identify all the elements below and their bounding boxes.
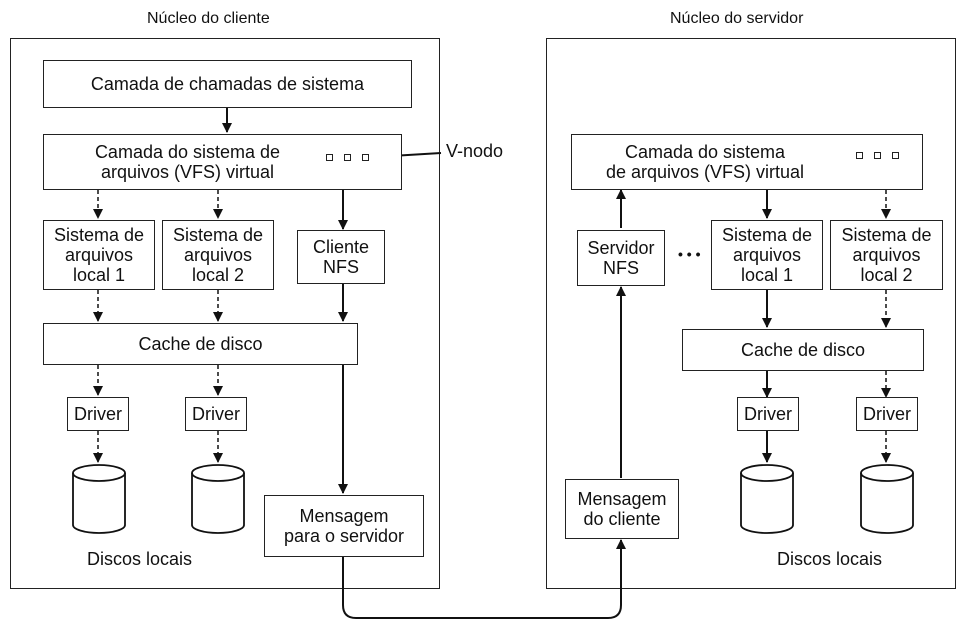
- client-local-fs-1: Sistema de arquivos local 1: [43, 220, 155, 290]
- client-message-box: Mensagem para o servidor: [264, 495, 424, 557]
- server-disk-cache: Cache de disco: [682, 329, 924, 371]
- client-local-fs-1-line3: local 1: [72, 265, 126, 285]
- client-kernel-title: Núcleo do cliente: [147, 10, 270, 27]
- client-vnode-square: [326, 154, 333, 161]
- client-vfs-layer: Camada do sistema de arquivos (VFS) virt…: [43, 134, 402, 190]
- client-vfs-label-line2: arquivos (VFS) virtual: [100, 162, 275, 182]
- nfs-server-box: Servidor NFS: [577, 230, 665, 286]
- server-driver-2-label: Driver: [863, 404, 911, 424]
- client-disk-1-icon: [72, 464, 126, 534]
- vnode-label: V-nodo: [446, 141, 504, 161]
- client-message-line2: para o servidor: [283, 526, 405, 546]
- server-vnode-square: [874, 152, 881, 159]
- nfs-server-line2: NFS: [603, 258, 639, 278]
- server-message-line1: Mensagem: [577, 489, 667, 509]
- client-local-fs-2-line2: arquivos: [183, 245, 253, 265]
- server-driver-1: Driver: [737, 397, 799, 431]
- server-local-fs-1-line2: arquivos: [732, 245, 802, 265]
- server-message-line2: do cliente: [583, 509, 661, 529]
- server-vnode-square: [856, 152, 863, 159]
- client-local-fs-1-line1: Sistema de: [53, 225, 145, 245]
- client-message-line1: Mensagem: [299, 506, 389, 526]
- server-vnode-square: [892, 152, 899, 159]
- nfs-server-line1: Servidor: [587, 238, 655, 258]
- server-driver-1-label: Driver: [744, 404, 792, 424]
- server-local-fs-1-line3: local 1: [740, 265, 794, 285]
- server-kernel-title: Núcleo do servidor: [670, 10, 804, 27]
- client-local-fs-2-line3: local 2: [191, 265, 245, 285]
- client-driver-2-label: Driver: [192, 404, 240, 424]
- client-local-disks-label: Discos locais: [87, 549, 193, 569]
- server-local-fs-2: Sistema de arquivos local 2: [830, 220, 943, 290]
- client-driver-1-label: Driver: [74, 404, 122, 424]
- client-local-fs-2: Sistema de arquivos local 2: [162, 220, 274, 290]
- server-driver-2: Driver: [856, 397, 918, 431]
- nfs-client-line2: NFS: [323, 257, 359, 277]
- client-syscall-layer: Camada de chamadas de sistema: [43, 60, 412, 108]
- server-local-fs-1: Sistema de arquivos local 1: [711, 220, 823, 290]
- server-disk-2-icon: [860, 464, 914, 534]
- client-vnode-square: [344, 154, 351, 161]
- client-local-fs-2-line1: Sistema de: [172, 225, 264, 245]
- server-local-disks-label: Discos locais: [777, 549, 883, 569]
- server-disk-cache-label: Cache de disco: [740, 340, 866, 360]
- nfs-client-line1: Cliente: [312, 237, 370, 257]
- client-syscall-layer-label: Camada de chamadas de sistema: [90, 74, 365, 94]
- server-vfs-layer: Camada do sistema de arquivos (VFS) virt…: [571, 134, 923, 190]
- server-vfs-label-line1: Camada do sistema: [624, 142, 786, 162]
- client-local-fs-1-line2: arquivos: [64, 245, 134, 265]
- client-disk-cache: Cache de disco: [43, 323, 358, 365]
- server-message-box: Mensagem do cliente: [565, 479, 679, 539]
- server-local-fs-2-line2: arquivos: [852, 245, 921, 265]
- server-local-fs-2-line3: local 2: [860, 265, 913, 285]
- server-vfs-label-line2: de arquivos (VFS) virtual: [605, 162, 805, 182]
- ellipsis-more-fs: • • •: [678, 246, 701, 262]
- server-local-fs-1-line1: Sistema de: [721, 225, 813, 245]
- server-local-fs-2-line1: Sistema de: [841, 225, 932, 245]
- client-vnode-square: [362, 154, 369, 161]
- client-disk-2-icon: [191, 464, 245, 534]
- client-vfs-label-line1: Camada do sistema de: [94, 142, 281, 162]
- client-driver-2: Driver: [185, 397, 247, 431]
- server-disk-1-icon: [740, 464, 794, 534]
- client-driver-1: Driver: [67, 397, 129, 431]
- client-disk-cache-label: Cache de disco: [138, 334, 263, 354]
- network-link: [342, 539, 626, 619]
- nfs-client-box: Cliente NFS: [297, 230, 385, 284]
